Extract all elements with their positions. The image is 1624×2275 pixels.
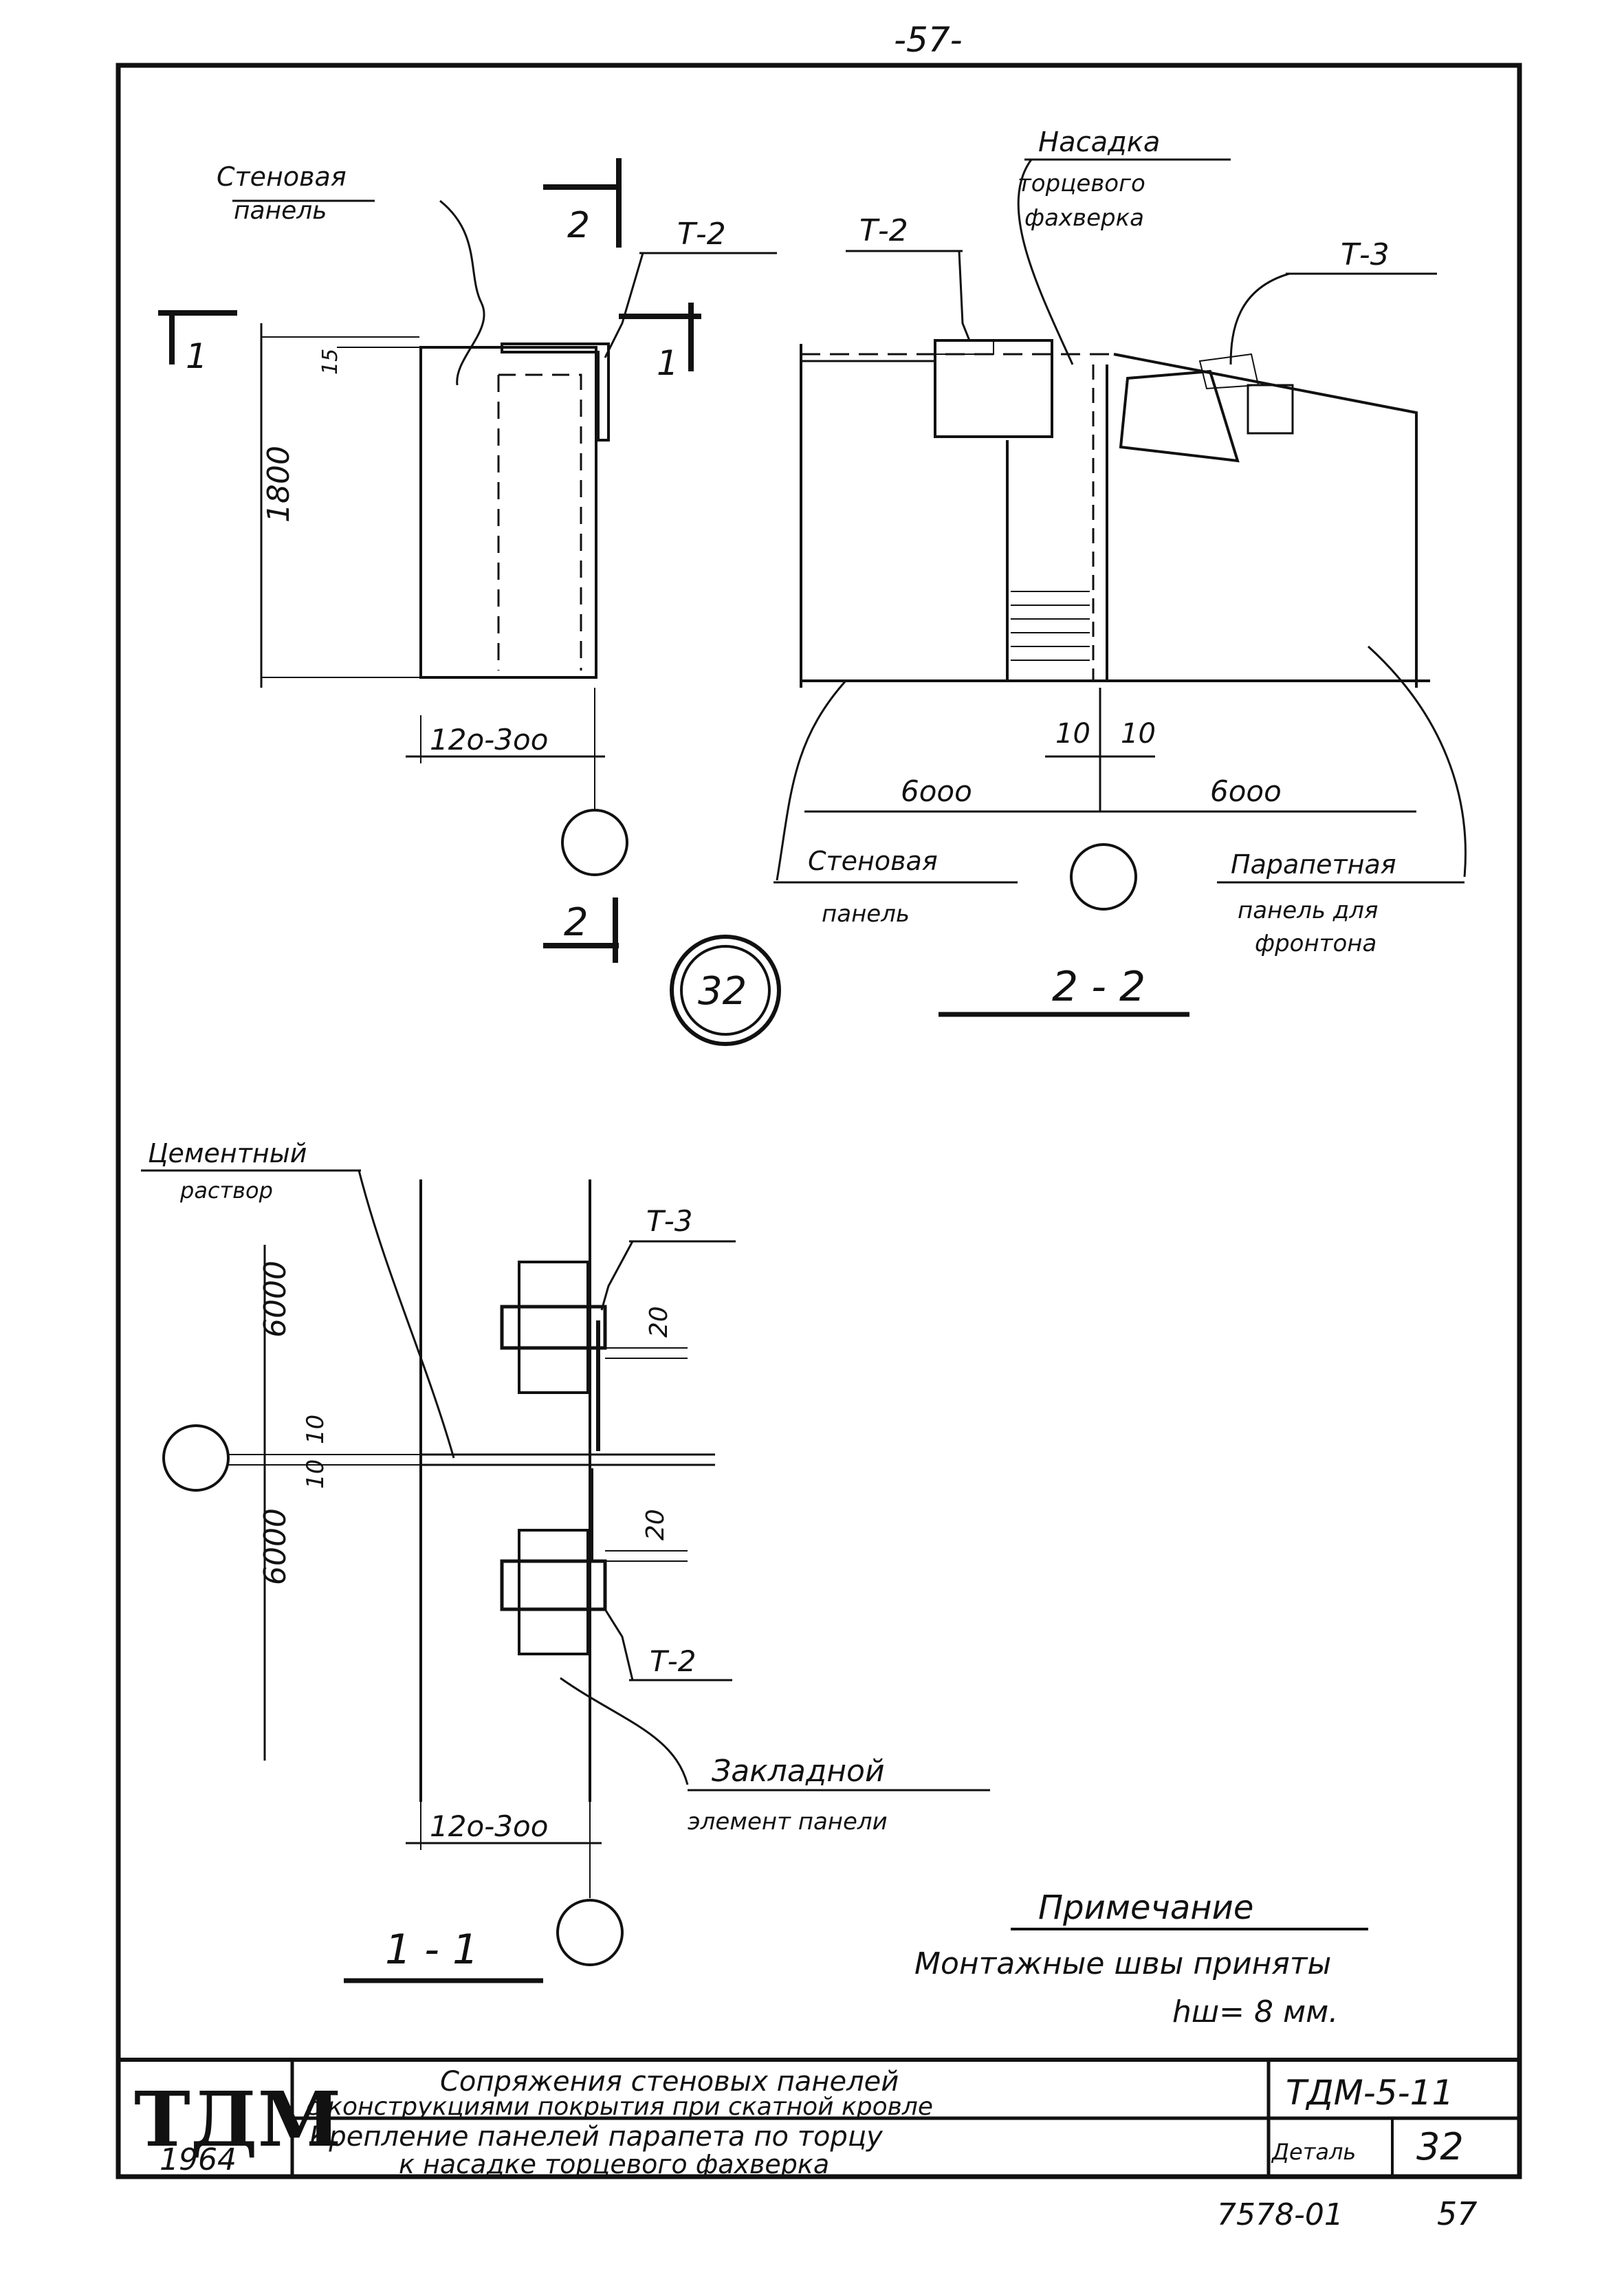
section-mark-1-right-label: 1 [657, 343, 679, 383]
label-t3-section22: Т-3 [1341, 237, 1390, 272]
cap-angle [501, 342, 610, 442]
note-line1: Монтажные швы приняты [914, 1946, 1331, 1981]
axis-bubble-section11-bottom [556, 1899, 624, 1966]
label-embed-line1: Закладной [712, 1754, 885, 1789]
axis-bubble-top-left [561, 809, 628, 876]
label-mortar-line2: раствор [179, 1177, 273, 1204]
hatch-joint [1011, 591, 1090, 661]
subtitle-line2: к насадке торцевого фахверка [399, 2149, 829, 2179]
dim-width-top-left: 12о-3оо [430, 723, 548, 756]
dim-10-right-section22: 10 [1121, 718, 1156, 750]
label-t2-top-left: Т-2 [677, 217, 726, 252]
view-section-1-1: Цементный раствор Т-3 Т-2 20 20 [141, 1138, 990, 1983]
label-embed-line2: элемент панели [688, 1808, 888, 1836]
dim-6000-bottom: 6000 [258, 1508, 293, 1585]
axis-bubble-section11-left [162, 1424, 230, 1492]
label-parapet-line3: фронтона [1255, 930, 1376, 957]
axis-bubble-section22 [1070, 843, 1137, 911]
detail-number: 32 [1416, 2125, 1464, 2168]
section-mark-1-right [619, 303, 701, 371]
note-block: Примечание Монтажные швы приняты hш= 8 м… [914, 1888, 1368, 2029]
sheet-frame [116, 63, 1522, 2179]
subtitle-line1: Крепление панелей парапета по торцу [309, 2121, 884, 2153]
dim-6000-top: 6000 [258, 1261, 293, 1338]
dim-15: 15 [318, 349, 342, 375]
t3-block [1119, 369, 1240, 463]
section-mark-1-left [158, 310, 237, 364]
section-mark-2-top [543, 158, 622, 248]
section-mark-2-top-label: 2 [567, 205, 590, 246]
label-wall-panel-top-line1: Стеновая [217, 162, 347, 192]
nasadka-block [934, 339, 1053, 438]
title-block: ТДМ 1964 Сопряжения стеновых панелей с к… [118, 2058, 1519, 2179]
view-top-left: Стеновая панель 2 Т-2 1 1 1800 15 12 [158, 158, 777, 963]
archive-code: 7578-01 [1217, 2197, 1343, 2232]
footer-page: 57 [1437, 2195, 1478, 2232]
dim-1800: 1800 [261, 446, 296, 523]
label-t2-section22: Т-2 [859, 213, 908, 248]
section-title-2-2: 2 - 2 [1052, 963, 1145, 1011]
view-section-2-2: Насадка торцевого фахверка Т-2 Т-3 [773, 127, 1467, 1017]
series-code: ТДМ-5-11 [1286, 2073, 1453, 2113]
dim-10-a: 10 [302, 1459, 329, 1489]
note-title: Примечание [1038, 1888, 1253, 1927]
label-nasadka-line2: торцевого [1018, 170, 1145, 197]
detail-badge-number: 32 [698, 969, 747, 1014]
label-wall-panel-section22-line1: Стеновая [808, 846, 938, 876]
dim-20-top: 20 [645, 1306, 673, 1338]
label-parapet-line2: панель для [1238, 897, 1378, 924]
section-mark-2-bottom [543, 897, 619, 963]
dim-6000-left-section22: 6ооо [901, 774, 972, 808]
label-t2-section11: Т-2 [650, 1644, 696, 1678]
section-mark-2-bottom-label: 2 [564, 900, 589, 945]
tdm-logo: ТДМ [134, 2075, 341, 2164]
label-nasadka-line1: Насадка [1038, 127, 1160, 158]
label-wall-panel-section22-line2: панель [822, 900, 910, 928]
label-parapet-line1: Парапетная [1231, 849, 1396, 880]
label-nasadka-line3: фахверка [1024, 204, 1144, 232]
wall-panel-elevation [419, 346, 597, 679]
page-number-top: -57- [894, 20, 963, 60]
label-mortar-line1: Цементный [148, 1138, 307, 1168]
leader-wall-panel [439, 199, 485, 386]
detail-label: Деталь [1271, 2139, 1356, 2165]
dim-6000-right-section22: 6ооо [1210, 774, 1282, 808]
year: 1964 [160, 2142, 237, 2177]
title-line1: Сопряжения стеновых панелей [440, 2066, 899, 2098]
dim-width-section11: 12о-3оо [430, 1809, 548, 1843]
dim-10-b: 10 [302, 1415, 329, 1444]
t2-plate-section11 [500, 1559, 607, 1611]
detail-badge: 32 [670, 935, 781, 1046]
label-t3-section11: Т-3 [646, 1204, 693, 1238]
t3-plate-section11 [500, 1305, 607, 1350]
section-mark-1-left-label: 1 [186, 336, 208, 376]
title-line2: с конструкциями покрытия при скатной кро… [306, 2093, 933, 2121]
note-line2: hш= 8 мм. [1172, 1994, 1338, 2029]
dim-20-bottom: 20 [641, 1509, 670, 1541]
section-title-1-1: 1 - 1 [385, 1926, 479, 1974]
dim-10-left-section22: 10 [1055, 718, 1090, 750]
